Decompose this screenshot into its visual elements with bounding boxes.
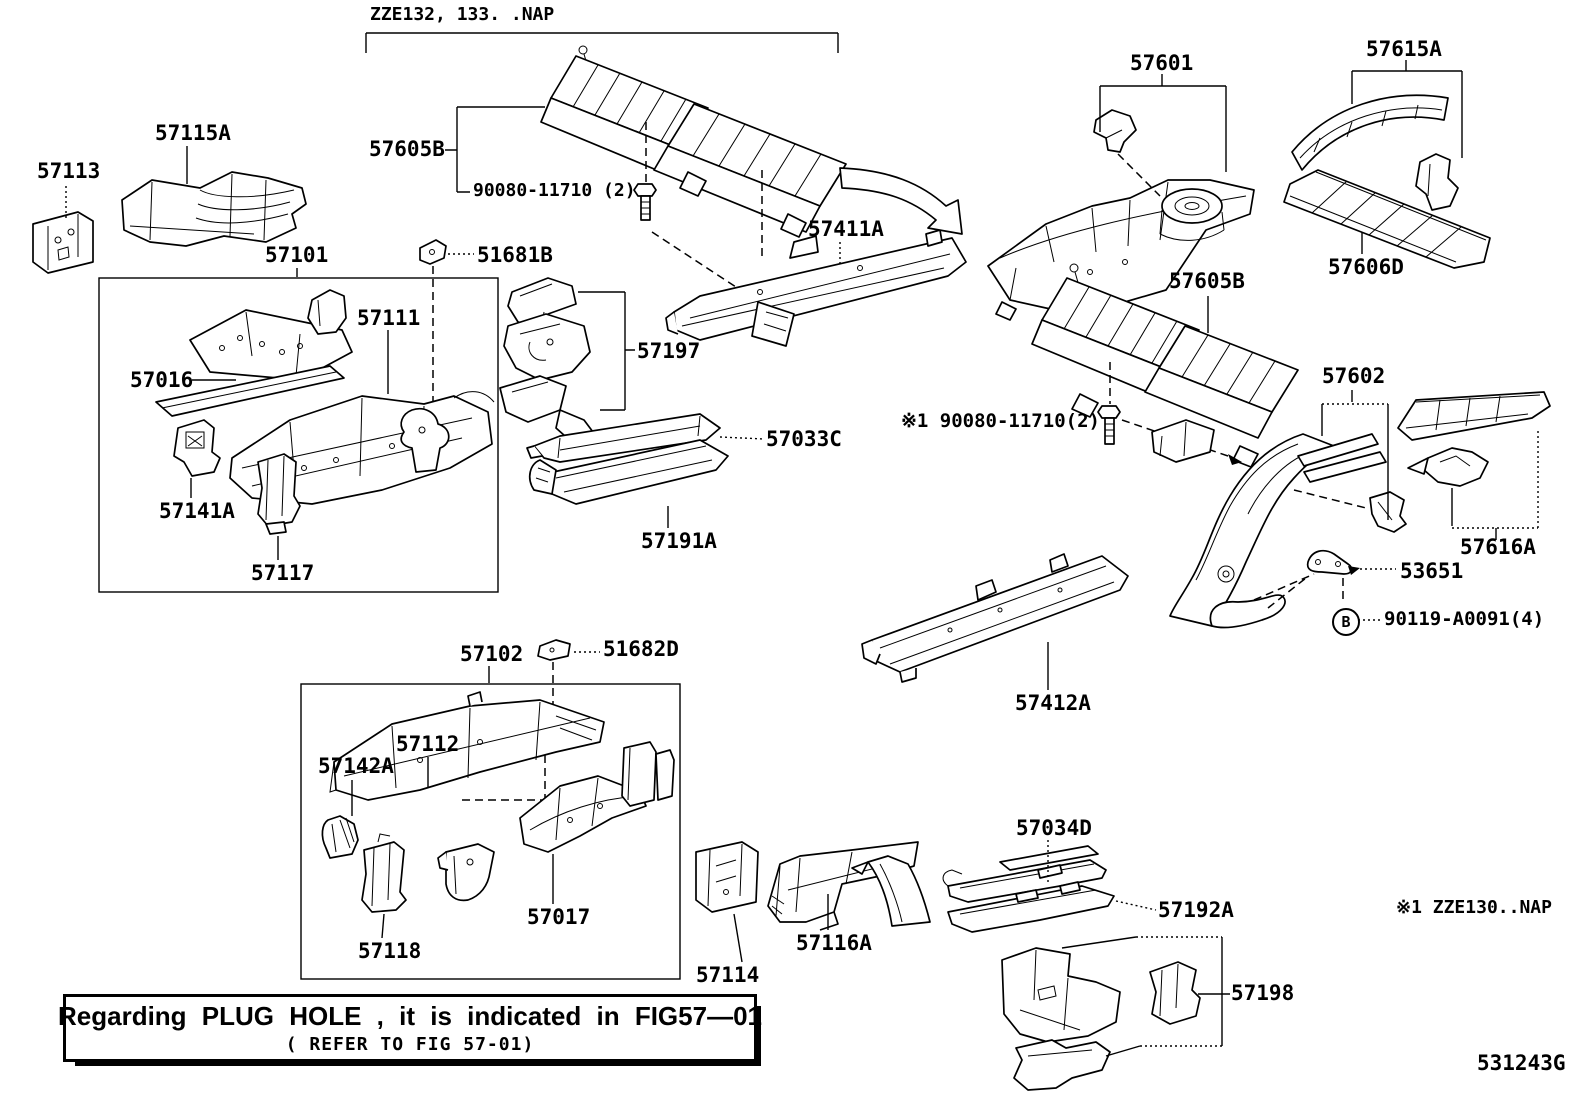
part-label-57602: 57602 xyxy=(1322,364,1386,388)
bolt-icon xyxy=(633,183,657,221)
part-label-57192a: 57192A xyxy=(1158,898,1234,922)
b-marker-icon: B xyxy=(1332,608,1360,636)
part-label-57034d: 57034D xyxy=(1016,816,1092,840)
part-57112-drawing xyxy=(329,691,605,801)
plug-hole-note-box: Regarding PLUG HOLE , it is indicated in… xyxy=(58,994,762,1062)
part-label-57606d: 57606D xyxy=(1328,255,1404,279)
part-label-57616a: 57616A xyxy=(1460,535,1536,559)
part-53651-drawing xyxy=(1267,549,1396,621)
part-57118-drawing xyxy=(361,833,407,939)
part-label-57412a: 57412A xyxy=(1015,691,1091,715)
part-label-57198: 57198 xyxy=(1231,981,1295,1005)
variant-note-top: ZZE132, 133. .NAP xyxy=(370,4,555,25)
part-label-57114: 57114 xyxy=(696,963,760,987)
part-label-57101: 57101 xyxy=(265,243,329,267)
part-57115a-drawing xyxy=(121,146,307,247)
part-label-57117: 57117 xyxy=(251,561,315,585)
part-57142a-drawing xyxy=(321,780,359,859)
part-label-57141a: 57141A xyxy=(159,499,235,523)
part-label-57601: 57601 xyxy=(1130,51,1194,75)
part-label-53651: 53651 xyxy=(1400,559,1464,583)
part-57117-drawing xyxy=(257,453,301,560)
part-57602-drawing xyxy=(1151,390,1407,629)
part-label-57605b-left: 57605B xyxy=(369,137,445,161)
part-label-57112: 57112 xyxy=(396,732,460,756)
part-57605b-top-drawing xyxy=(540,45,847,305)
part-57606d-drawing xyxy=(1283,169,1491,269)
part-label-57115a: 57115A xyxy=(155,121,231,145)
part-57412a-drawing xyxy=(861,553,1129,690)
part-label-90080-left: 90080-11710 (2) xyxy=(473,180,636,201)
part-label-57102: 57102 xyxy=(460,642,524,666)
part-57605b-right-drawing xyxy=(1031,263,1299,468)
part-label-57113: 57113 xyxy=(37,159,101,183)
part-57191a-drawing xyxy=(528,439,729,528)
part-label-90119: 90119-A0091(4) xyxy=(1384,608,1545,630)
group-box-57102 xyxy=(300,683,681,980)
bolt-icon xyxy=(1097,405,1121,445)
part-side-plates-drawing xyxy=(621,741,675,807)
part-label-90080-right: ※1 90080-11710(2) xyxy=(901,410,1100,432)
part-label-51681b: 51681B xyxy=(477,243,553,267)
plug-hole-note-line1: Regarding PLUG HOLE , it is indicated in… xyxy=(58,1001,762,1031)
part-label-57116a: 57116A xyxy=(796,931,872,955)
variant-note-bottom: ※1 ZZE130..NAP xyxy=(1396,897,1552,918)
part-57034d-drawing xyxy=(942,840,1107,903)
part-label-57033c: 57033C xyxy=(766,427,842,451)
part-57141a-drawing xyxy=(173,419,221,498)
part-57411a-drawing xyxy=(665,229,967,347)
part-clamp-drawing xyxy=(437,843,495,902)
part-57197-drawing xyxy=(499,277,635,445)
part-label-57605b-right: 57605B xyxy=(1169,269,1245,293)
part-57601-drawing xyxy=(987,74,1255,321)
part-57192a-drawing xyxy=(947,881,1157,933)
part-round-bracket-drawing xyxy=(400,407,450,473)
part-57114-drawing xyxy=(695,841,759,963)
part-label-51682d: 51682D xyxy=(603,637,679,661)
group-box-57101 xyxy=(98,277,499,593)
part-57017-drawing xyxy=(519,775,647,904)
plug-hole-note-line2: ( REFER TO FIG 57-01) xyxy=(285,1034,535,1055)
part-label-57411a: 57411A xyxy=(808,217,884,241)
part-label-57016: 57016 xyxy=(130,368,194,392)
part-57616a-drawing xyxy=(1397,391,1551,540)
part-floor-corner-drawing xyxy=(851,855,931,927)
leader-57605b-left xyxy=(445,106,545,193)
variant-bracket xyxy=(365,32,839,53)
part-label-57017: 57017 xyxy=(527,905,591,929)
part-label-57111: 57111 xyxy=(357,306,421,330)
part-label-57142a: 57142A xyxy=(318,754,394,778)
part-57615a-drawing xyxy=(1291,60,1463,211)
part-57198-drawing xyxy=(1001,936,1230,1091)
part-57113-drawing xyxy=(32,186,94,274)
direction-arrow-icon xyxy=(839,167,963,235)
figure-code: 531243G xyxy=(1477,1051,1566,1075)
part-label-57197: 57197 xyxy=(637,339,701,363)
part-51681b-drawing xyxy=(419,239,474,410)
part-label-57615a: 57615A xyxy=(1366,37,1442,61)
part-57033c-drawing xyxy=(526,413,765,463)
part-57016-drawing xyxy=(155,309,353,417)
part-label-57191a: 57191A xyxy=(641,529,717,553)
part-bracket-top-drawing xyxy=(307,289,347,335)
part-label-57118: 57118 xyxy=(358,939,422,963)
